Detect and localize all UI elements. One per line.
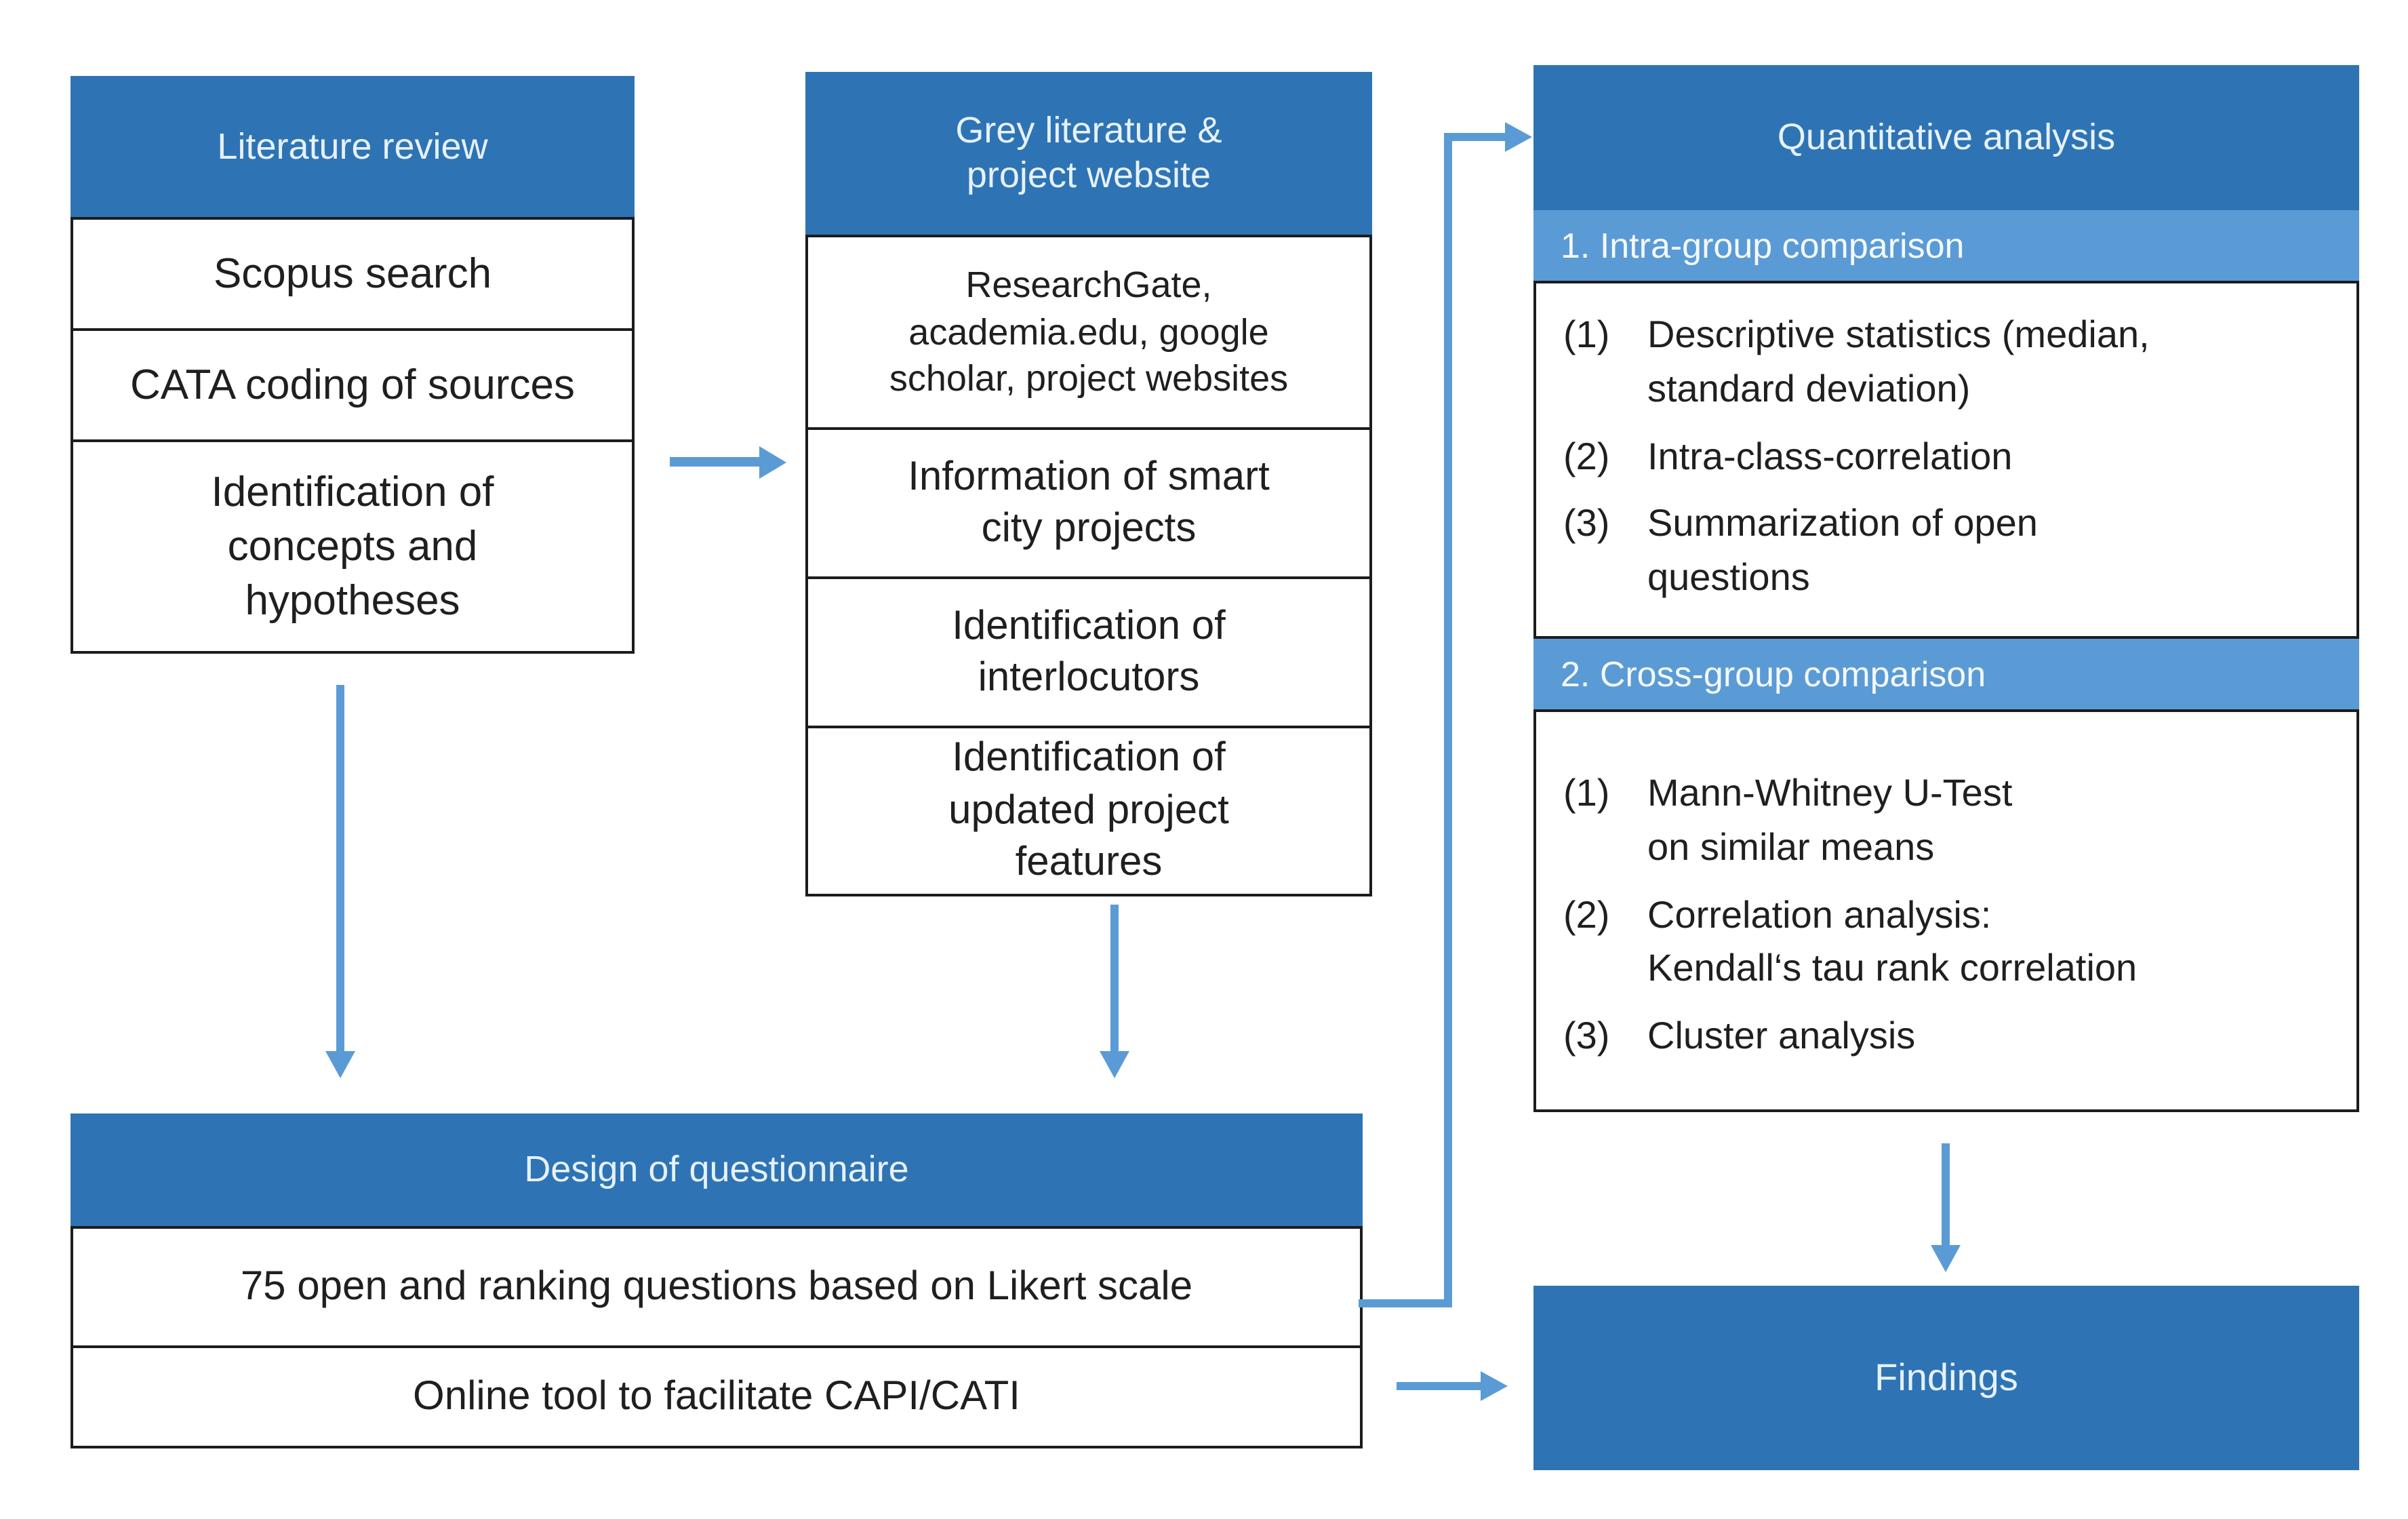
literature-review-title: Literature review (217, 125, 488, 167)
grey-literature-title: Grey literature & project website (955, 110, 1222, 195)
list-item: (1) Mann-Whitney U-Test on similar means (1563, 772, 2013, 868)
arrow-shaft (336, 685, 344, 1051)
list-item: (2) Intra-class-correlation (1563, 435, 2013, 477)
row-cata-coding: CATA coding of sources (73, 328, 632, 439)
arrow-shaft (670, 457, 759, 467)
arrow-down-head (325, 1051, 355, 1078)
arrow-shaft (1110, 905, 1119, 1051)
quantitative-analysis-title: Quantitative analysis (1777, 117, 2116, 158)
literature-review-box: Literature review Scopus search CATA cod… (71, 76, 635, 654)
row-identification-concepts: Identification of concepts and hypothese… (73, 439, 632, 651)
grey-literature-rows: ResearchGate, academia.edu, google schol… (805, 235, 1372, 896)
list-item: (3) Summarization of open questions (1563, 502, 2038, 599)
elbow-bottom-segment (1359, 1299, 1452, 1307)
design-questionnaire-title: Design of questionnaire (524, 1149, 909, 1190)
elbow-top-segment (1448, 133, 1505, 141)
arrow-down-head (1931, 1245, 1961, 1272)
findings-title: Findings (1874, 1356, 2018, 1398)
literature-review-rows: Scopus search CATA coding of sources Ide… (71, 217, 635, 654)
arrow-right-head (1505, 122, 1532, 152)
row-identification-interlocutors: Identification of interlocutors (808, 576, 1369, 726)
row-75-questions: 75 open and ranking questions based on L… (240, 1263, 1193, 1309)
literature-review-header: Literature review (71, 76, 635, 217)
grey-literature-header: Grey literature & project website (805, 72, 1372, 235)
grey-literature-box: Grey literature & project website Resear… (805, 72, 1372, 896)
arrow-right-head (759, 446, 786, 479)
arrow-shaft (1942, 1143, 1950, 1248)
quantitative-analysis-box: Quantitative analysis 1. Intra-group com… (1533, 65, 2359, 1112)
row-online-tool: Online tool to facilitate CAPI/CATI (73, 1345, 1360, 1446)
cross-group-comparison-list: (1) Mann-Whitney U-Test on similar means… (1533, 709, 2359, 1112)
intra-group-comparison-band: 1. Intra-group comparison (1533, 210, 2359, 281)
elbow-vertical-segment (1444, 133, 1452, 1307)
intra-group-comparison-list: (1) Descriptive statistics (median, stan… (1533, 281, 2359, 639)
row-scopus-search: Scopus search (213, 250, 492, 298)
design-questionnaire-rows: 75 open and ranking questions based on L… (71, 1226, 1363, 1448)
arrow-down-head (1100, 1051, 1129, 1078)
design-questionnaire-header: Design of questionnaire (71, 1113, 1363, 1226)
row-information-smart-city: Information of smart city projects (808, 427, 1369, 576)
quantitative-analysis-header: Quantitative analysis (1533, 65, 2359, 210)
arrow-shaft (1397, 1382, 1483, 1390)
list-item: (1) Descriptive statistics (median, stan… (1563, 313, 2150, 410)
list-item: (3) Cluster analysis (1563, 1014, 1916, 1057)
row-identification-features: Identification of updated project featur… (808, 726, 1369, 894)
arrow-right-head (1481, 1371, 1508, 1401)
list-item: (2) Correlation analysis: Kendall‘s tau … (1563, 893, 2138, 989)
row-sources-list: ResearchGate, academia.edu, google schol… (889, 264, 1289, 399)
findings-box: Findings (1533, 1286, 2359, 1470)
cross-group-comparison-band: 2. Cross-group comparison (1533, 639, 2359, 709)
design-questionnaire-box: Design of questionnaire 75 open and rank… (71, 1113, 1363, 1448)
